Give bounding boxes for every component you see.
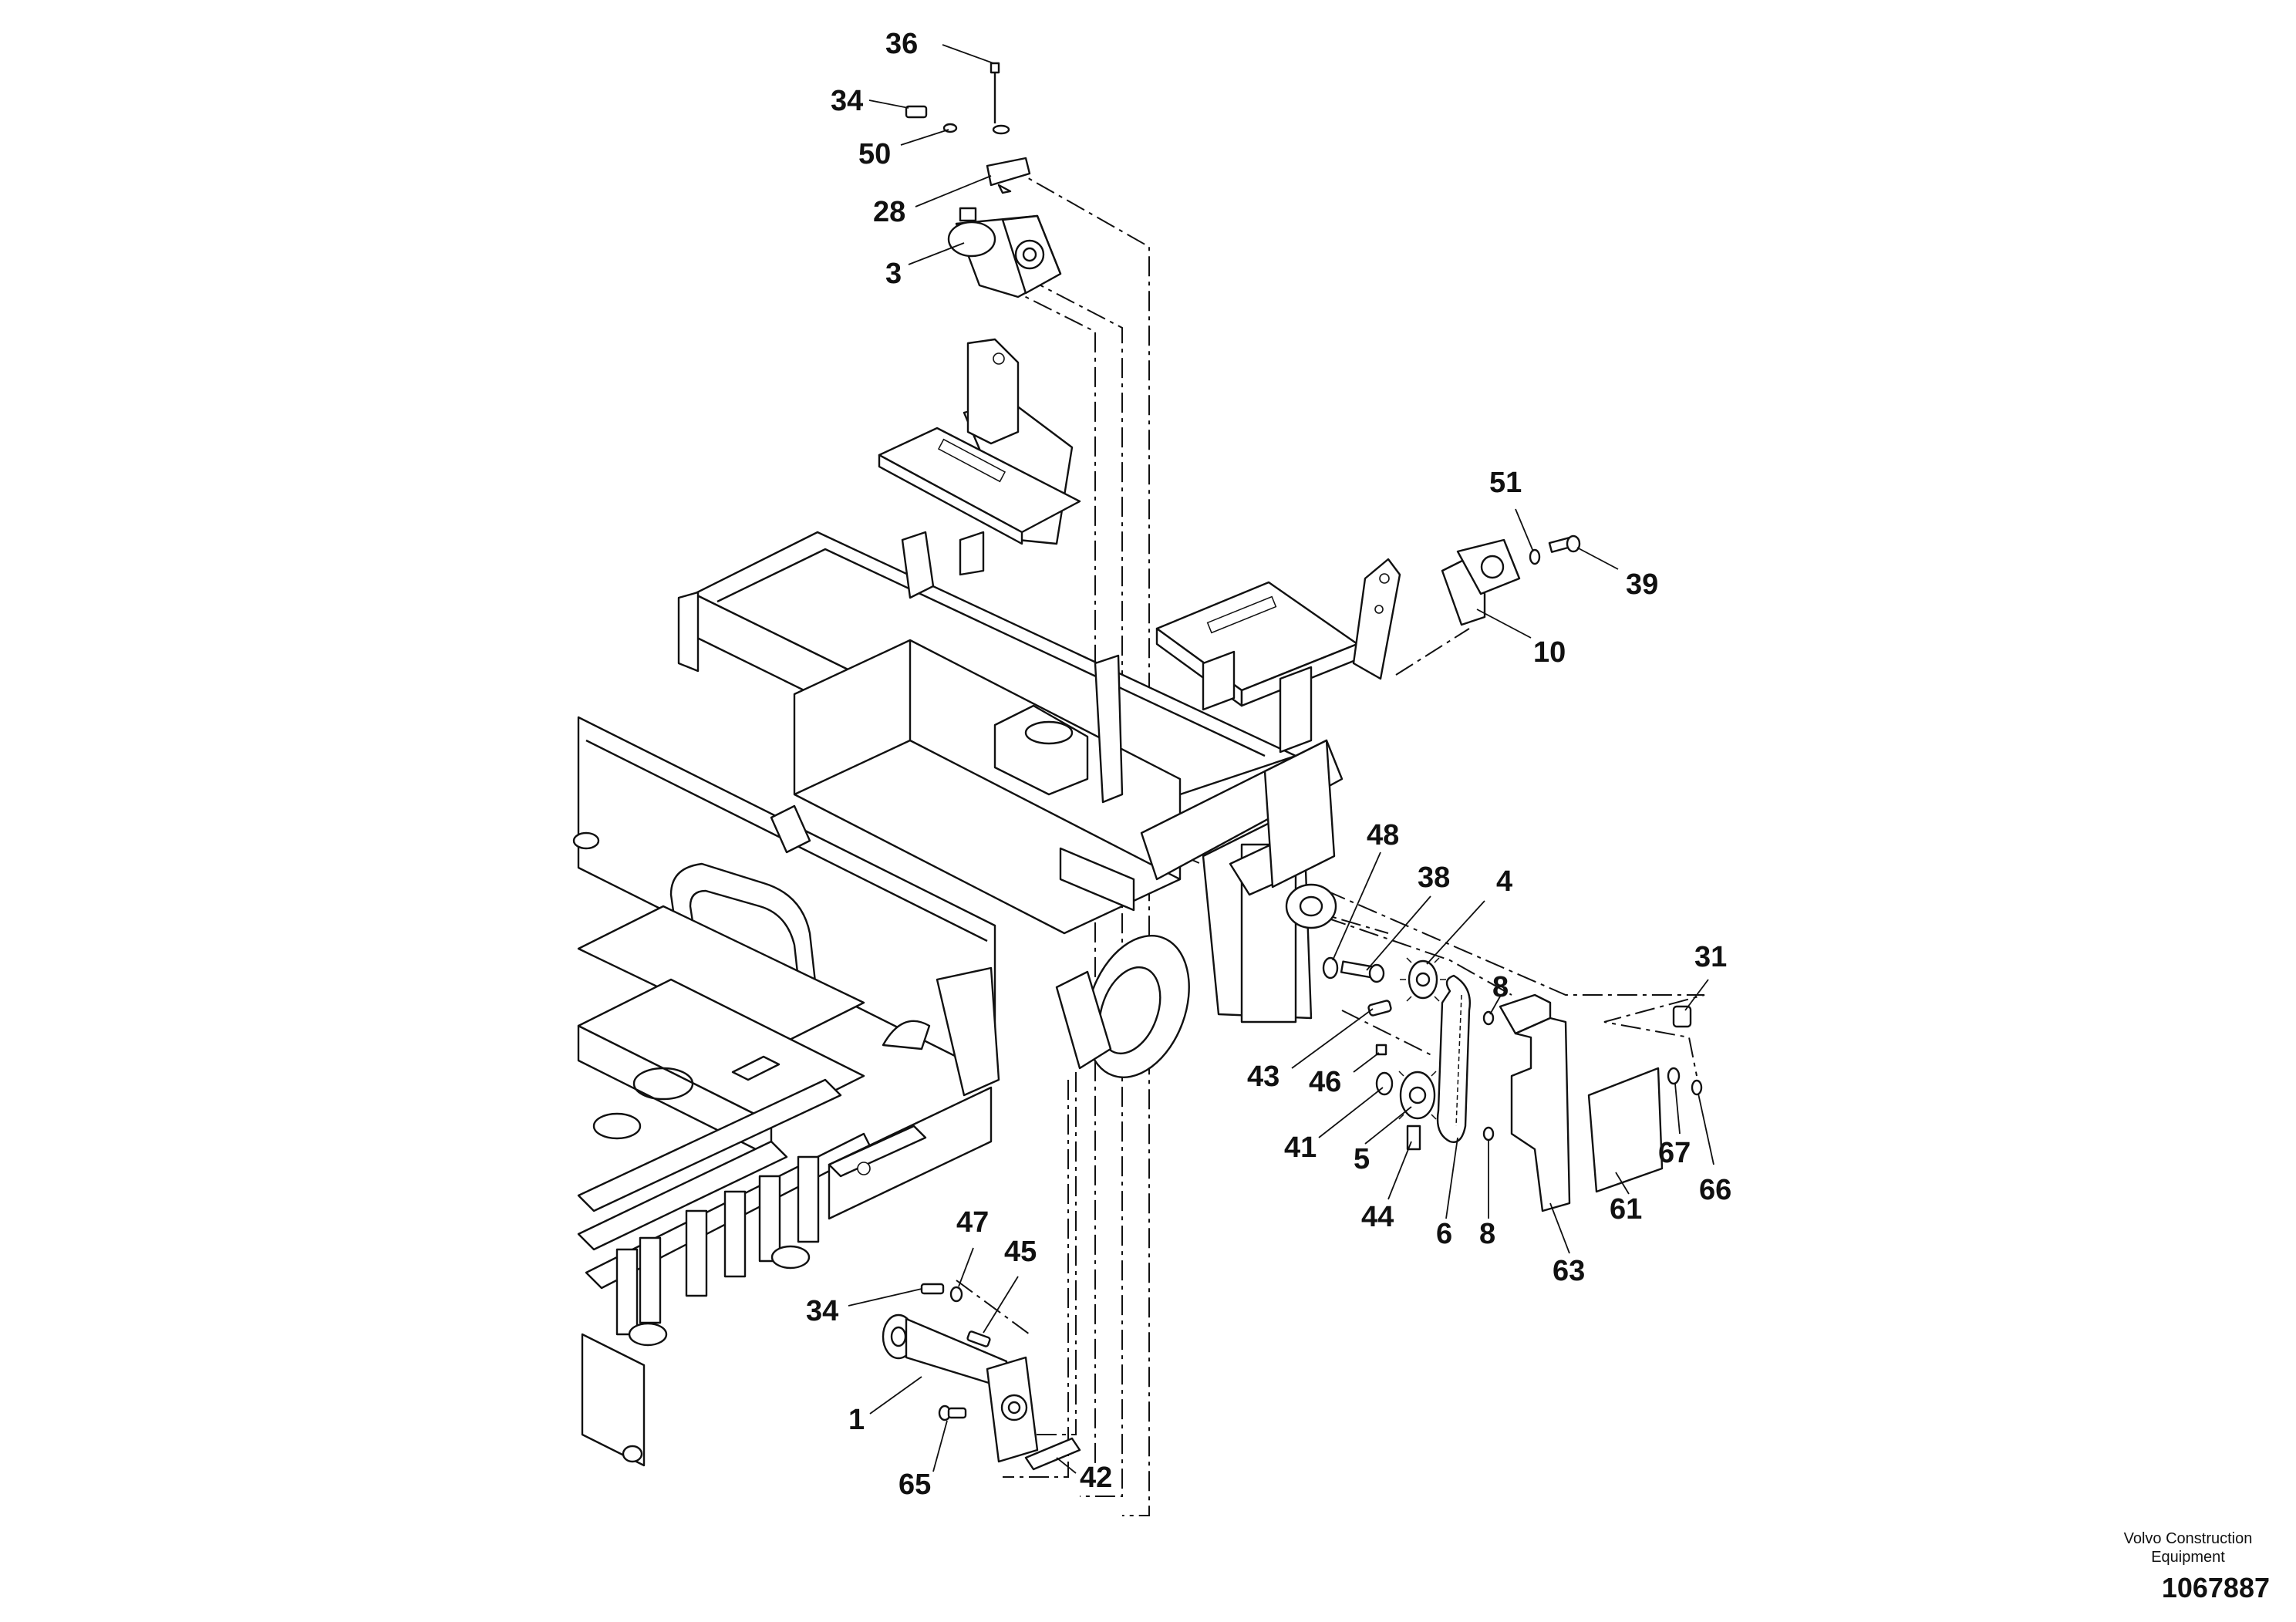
callout-36: 36 — [885, 28, 918, 60]
callout-67: 67 — [1658, 1137, 1691, 1169]
callout-50: 50 — [858, 138, 891, 170]
callout-34-lower: 34 — [806, 1295, 838, 1327]
callout-39: 39 — [1626, 568, 1658, 601]
callout-10: 10 — [1533, 636, 1566, 669]
leader-lines — [848, 44, 1714, 1474]
machine-frame — [572, 338, 1401, 1467]
callout-63: 63 — [1553, 1255, 1585, 1287]
callout-65: 65 — [899, 1469, 931, 1501]
callout-4: 4 — [1496, 865, 1512, 898]
callout-41: 41 — [1284, 1131, 1317, 1164]
callout-42: 42 — [1080, 1462, 1112, 1494]
callout-1: 1 — [848, 1404, 865, 1436]
callout-28: 28 — [873, 196, 905, 228]
exploded-parts — [882, 62, 1703, 1471]
callout-31: 31 — [1694, 941, 1727, 973]
callout-48: 48 — [1367, 819, 1399, 851]
callout-labels: 36 34 50 28 3 51 39 10 48 38 4 31 8 43 4… — [806, 28, 1731, 1501]
callout-66: 66 — [1699, 1174, 1731, 1206]
callout-43: 43 — [1247, 1061, 1279, 1093]
callout-46: 46 — [1309, 1066, 1341, 1098]
callout-45: 45 — [1004, 1236, 1037, 1268]
callout-44: 44 — [1361, 1201, 1394, 1233]
callout-34: 34 — [831, 85, 863, 117]
illustration-number: 1067887 — [2161, 1572, 2270, 1603]
callout-3: 3 — [885, 258, 902, 290]
callout-47: 47 — [956, 1206, 989, 1239]
brand-line-2: Equipment — [2151, 1549, 2225, 1566]
callout-8-upper: 8 — [1492, 971, 1509, 1003]
lower-brackets — [615, 1155, 820, 1347]
callout-5: 5 — [1354, 1143, 1370, 1175]
callout-61: 61 — [1610, 1193, 1642, 1226]
callout-8-lower: 8 — [1479, 1218, 1495, 1250]
brand-line-1: Volvo Construction — [2123, 1530, 2253, 1547]
callout-6: 6 — [1436, 1218, 1452, 1250]
brand-caption: Volvo Construction Equipment — [2095, 1529, 2281, 1566]
callout-51: 51 — [1489, 467, 1522, 499]
callout-38: 38 — [1418, 862, 1450, 894]
